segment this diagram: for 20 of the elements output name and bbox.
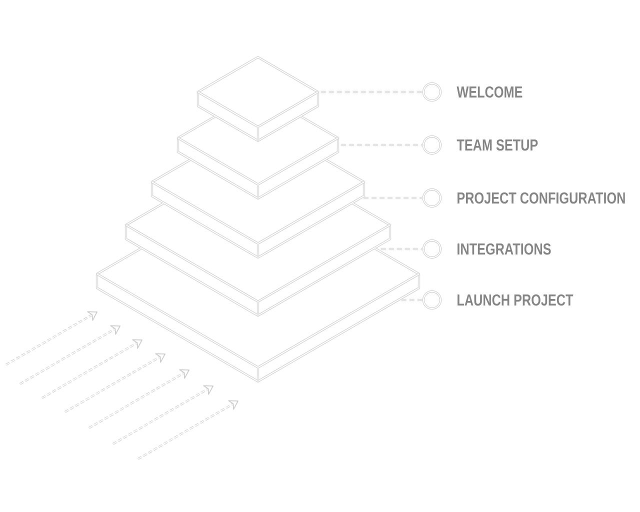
step-label: INTEGRATIONS (458, 243, 551, 255)
step-label: PROJECT CONFIGURATION (458, 192, 625, 204)
slab (176, 116, 340, 200)
slab (150, 158, 366, 259)
slab (196, 56, 320, 142)
ring (422, 82, 442, 102)
ring (422, 188, 442, 208)
leader-line (380, 248, 424, 250)
slab (96, 248, 420, 382)
step-label: LAUNCH PROJECT (458, 294, 574, 306)
ring (422, 239, 442, 259)
step-label: WELCOME (456, 86, 522, 98)
step-label: TEAM SETUP (456, 139, 538, 151)
leader-line (321, 90, 424, 94)
leader-line (401, 298, 424, 302)
ring (422, 135, 442, 155)
leader-line (341, 144, 424, 146)
leader-line (364, 196, 424, 200)
slab (124, 202, 392, 317)
ring (422, 290, 442, 310)
